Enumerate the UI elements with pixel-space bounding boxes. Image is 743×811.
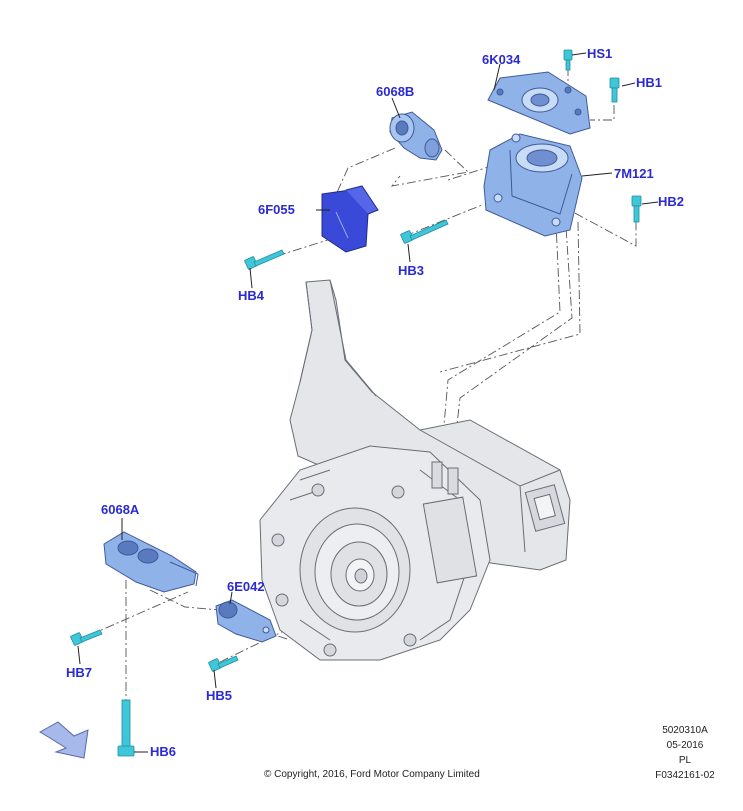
transmission-assembly [259, 279, 571, 661]
bolt-HB1 [609, 77, 620, 103]
bolt-HB6 [117, 699, 135, 757]
bolt-HB7 [70, 629, 103, 646]
part-6K034-plate [487, 71, 591, 135]
figure-number: F0342161-02 [655, 770, 715, 781]
bolt-HB3 [400, 219, 449, 244]
part-6068A-mount [103, 531, 199, 593]
bolt-HB2 [631, 195, 642, 223]
callout-HB7: HB7 [66, 665, 93, 680]
bolt-HB4 [244, 249, 285, 270]
callout-HB1: HB1 [636, 75, 663, 90]
callout-HB4: HB4 [238, 288, 265, 303]
bolts [70, 49, 642, 757]
leader-lines [77, 52, 659, 753]
part-7M121-mount [483, 133, 583, 237]
part-6E042-bracket [215, 599, 277, 643]
callout-HB3: HB3 [398, 263, 425, 278]
callout-HS1: HS1 [587, 46, 613, 61]
language-code: PL [678, 755, 692, 766]
callout-HB2: HB2 [658, 194, 685, 209]
callout-6E042: 6E042 [227, 579, 265, 594]
part-6F055-bracket [321, 185, 379, 253]
direction-arrow-icon [39, 721, 89, 759]
callout-6F055: 6F055 [258, 202, 295, 217]
part-6068B-bushing [389, 111, 443, 161]
callout-6K034: 6K034 [482, 52, 521, 67]
callout-HB6: HB6 [150, 744, 177, 759]
transmission-bracket-arm [289, 279, 571, 571]
callout-6068B: 6068B [376, 84, 415, 99]
callout-6068A: 6068A [101, 502, 140, 517]
bolt-HB5 [208, 655, 239, 672]
copyright-text: © Copyright, 2016, Ford Motor Company Li… [264, 769, 480, 780]
revision-date: 05-2016 [666, 740, 704, 751]
callout-HB5: HB5 [206, 688, 233, 703]
reference-number: 5020310A [662, 725, 708, 736]
bolt-HS1 [563, 49, 573, 71]
callout-7M121: 7M121 [614, 166, 654, 181]
